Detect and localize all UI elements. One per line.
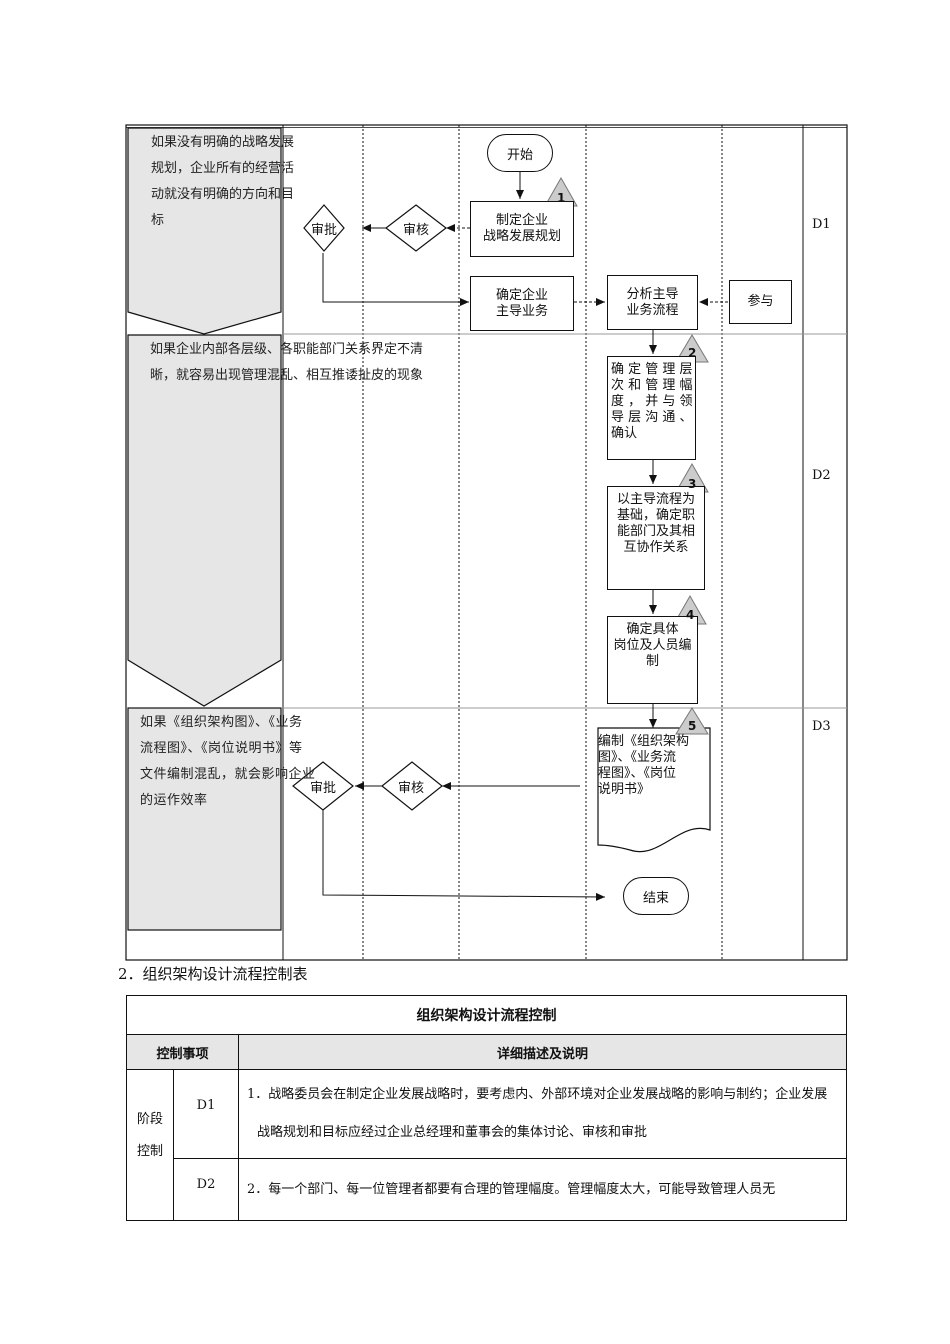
review-diamond-1	[385, 204, 447, 252]
flowchart-frame	[125, 124, 848, 961]
note-text-3: 如果《组织架构图》、《业务流程图》、《岗位说明书》等 文件编制混乱，就会影响企业…	[140, 715, 316, 808]
step-number-5: 5	[688, 719, 697, 733]
row-desc-d1: 1．战略委员会在制定企业发展战略时，要考虑内、外部环境对企业发展战略的影响与制约…	[238, 1069, 847, 1159]
review-label-2: 审核	[398, 781, 425, 796]
step-number-1: 1	[557, 191, 566, 205]
step-management-levels: 确 定 管 理 层次 和 管 理 幅度 ， 并 与 领导 层 沟 通 、确认	[607, 356, 696, 460]
step-number-4: 4	[686, 608, 695, 622]
control-table: 组织架构设计流程控制 控制事项 详细描述及说明 阶段控制 D1 1．战略委员会在…	[126, 995, 847, 1221]
approve-label-1: 审批	[311, 223, 338, 238]
review-diamond-2	[381, 761, 443, 811]
review-label-1: 审核	[403, 223, 430, 238]
step-strategic-plan: 制定企业战略发展规划	[470, 201, 574, 257]
row-phase-d1: D1	[173, 1069, 239, 1159]
step-documents: 编制《组织架构图》、《业务流程图》、《岗位说明书》	[598, 734, 690, 797]
note-text-1: 如果没有明确的战略发展规划，企业所有的经营活 动就没有明确的方向和目标	[151, 135, 295, 228]
phase-label-d2: D2	[812, 468, 831, 483]
step-positions-staffing: 确定具体岗位及人员编制	[607, 616, 698, 704]
step-number-3: 3	[688, 477, 697, 491]
document-shape-step5	[597, 727, 711, 853]
row-phase-d2: D2	[173, 1158, 239, 1221]
note-text-2: 如果企业内部各层级、各职能部门关系界定不清晰，就容易出现管理混乱、相互推诿扯皮的…	[150, 342, 424, 383]
header-control-item: 控制事项	[126, 1034, 239, 1070]
header-description: 详细描述及说明	[238, 1034, 847, 1070]
end-terminal: 结束	[623, 877, 689, 915]
step-number-2: 2	[688, 346, 697, 360]
section-caption: 2．组织架构设计流程控制表	[118, 965, 308, 983]
row-desc-d2: 2．每一个部门、每一位管理者都要有合理的管理幅度。管理幅度太大，可能导致管理人员…	[238, 1158, 847, 1221]
note-shape-1	[127, 127, 282, 335]
phase-label-d3: D3	[812, 719, 831, 734]
step-main-business: 确定企业主导业务	[470, 276, 574, 331]
step-analyze-process: 分析主导业务流程	[607, 275, 698, 330]
approve-label-2: 审批	[310, 781, 337, 796]
step-triangle-5	[675, 707, 709, 735]
phase-label-d1: D1	[812, 217, 831, 232]
approve-diamond-1	[303, 204, 345, 252]
start-terminal: 开始	[487, 134, 553, 172]
stage-control-cell: 阶段控制	[126, 1069, 174, 1221]
approve-diamond-2	[292, 761, 354, 811]
control-table-title: 组织架构设计流程控制	[126, 995, 847, 1035]
flowchart-canvas	[125, 124, 848, 961]
note-shape-2	[127, 334, 282, 707]
participate-box: 参与	[729, 280, 792, 324]
step-functional-departments: 以主导流程为基础，确定职能部门及其相互协作关系	[607, 486, 705, 590]
note-shape-3	[127, 707, 282, 931]
